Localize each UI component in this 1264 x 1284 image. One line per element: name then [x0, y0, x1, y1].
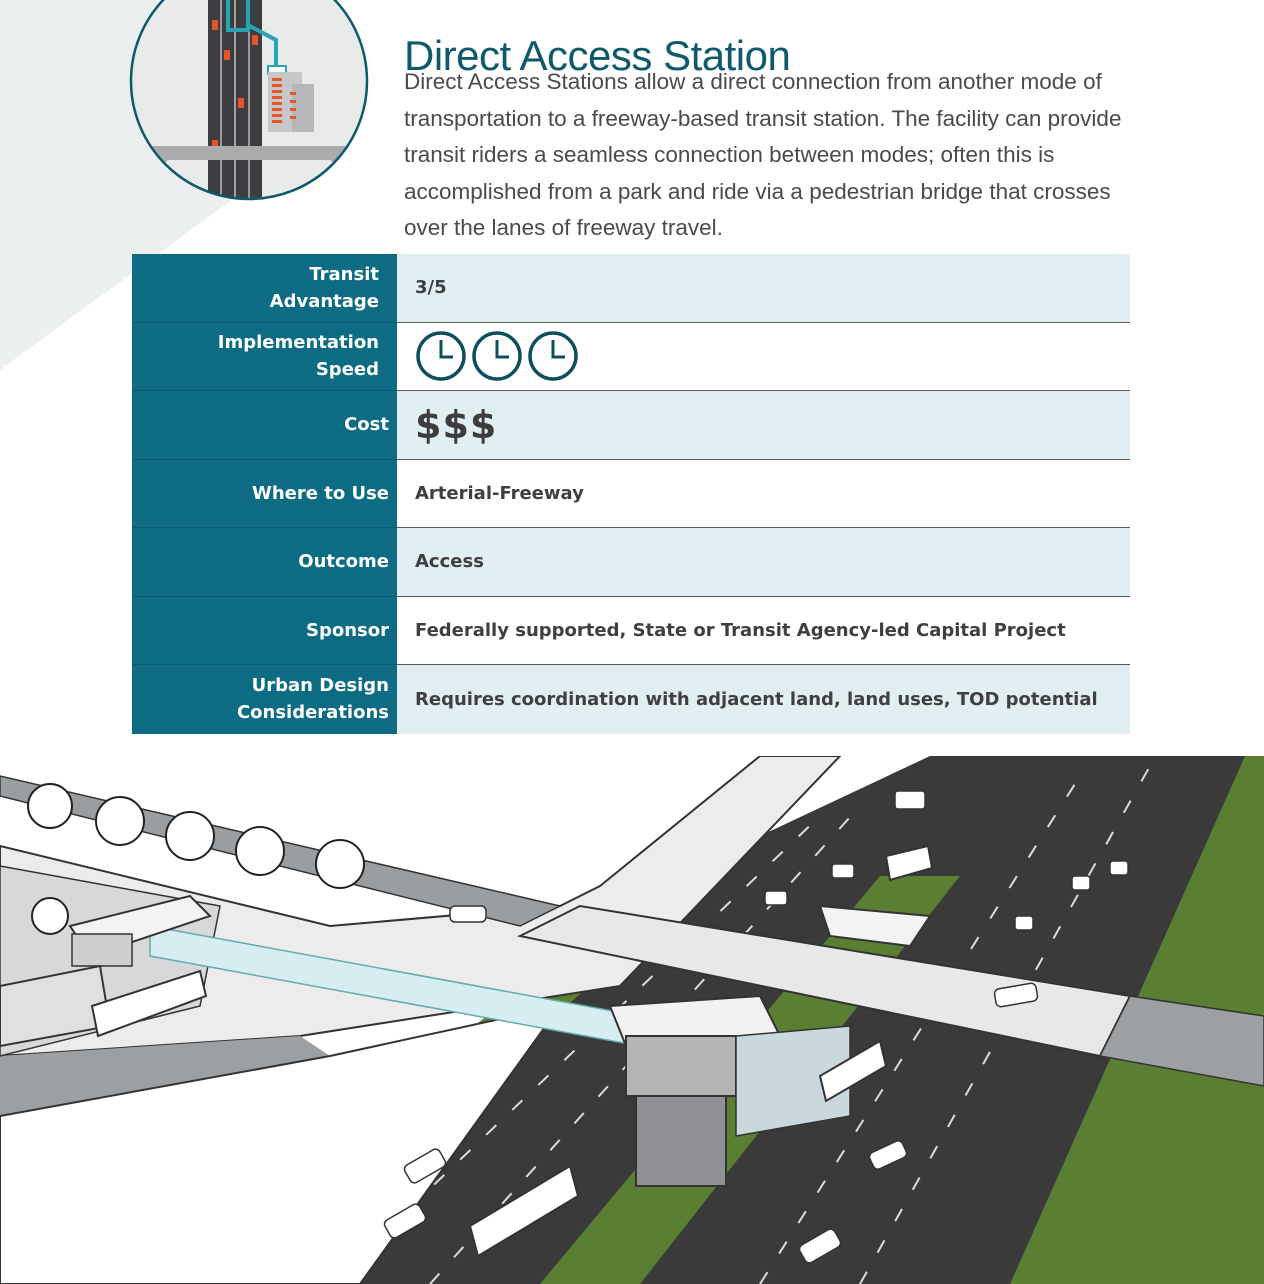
freeway-station-icon: [129, 0, 369, 201]
table-row-transit-advantage: Transit Advantage 3/5: [132, 254, 1130, 323]
page-title: Direct Access Station: [404, 32, 791, 80]
clock-icon: [416, 331, 466, 381]
attributes-table: Transit Advantage 3/5 Implementation Spe…: [132, 254, 1130, 734]
table-row-implementation-speed: Implementation Speed: [132, 322, 1130, 391]
row-value: Arterial-Freeway: [397, 459, 1130, 528]
row-label: Sponsor: [132, 596, 397, 665]
table-row-sponsor: Sponsor Federally supported, State or Tr…: [132, 596, 1130, 665]
row-value: [397, 322, 1130, 391]
table-row-cost: Cost $$$: [132, 391, 1130, 460]
table-row-outcome: Outcome Access: [132, 528, 1130, 597]
row-value: Requires coordination with adjacent land…: [397, 665, 1130, 734]
description-paragraph: Direct Access Stations allow a direct co…: [404, 69, 1122, 240]
table-row-urban-design: Urban Design Considerations Requires coo…: [132, 665, 1130, 734]
row-label: Transit Advantage: [132, 254, 397, 323]
row-value: 3/5: [397, 254, 1130, 323]
row-label: Where to Use: [132, 459, 397, 528]
row-label: Outcome: [132, 528, 397, 597]
row-label: Cost: [132, 391, 397, 460]
row-label: Urban Design Considerations: [132, 665, 397, 734]
clock-rating: [415, 330, 579, 382]
freeway-station-illustration: [0, 756, 1264, 1284]
row-label: Implementation Speed: [132, 322, 397, 391]
clock-icon: [472, 331, 522, 381]
row-value: Federally supported, State or Transit Ag…: [397, 596, 1130, 665]
row-value: Access: [397, 528, 1130, 597]
row-value: $$$: [397, 391, 1130, 460]
table-row-where-to-use: Where to Use Arterial-Freeway: [132, 459, 1130, 528]
clock-icon: [528, 331, 578, 381]
